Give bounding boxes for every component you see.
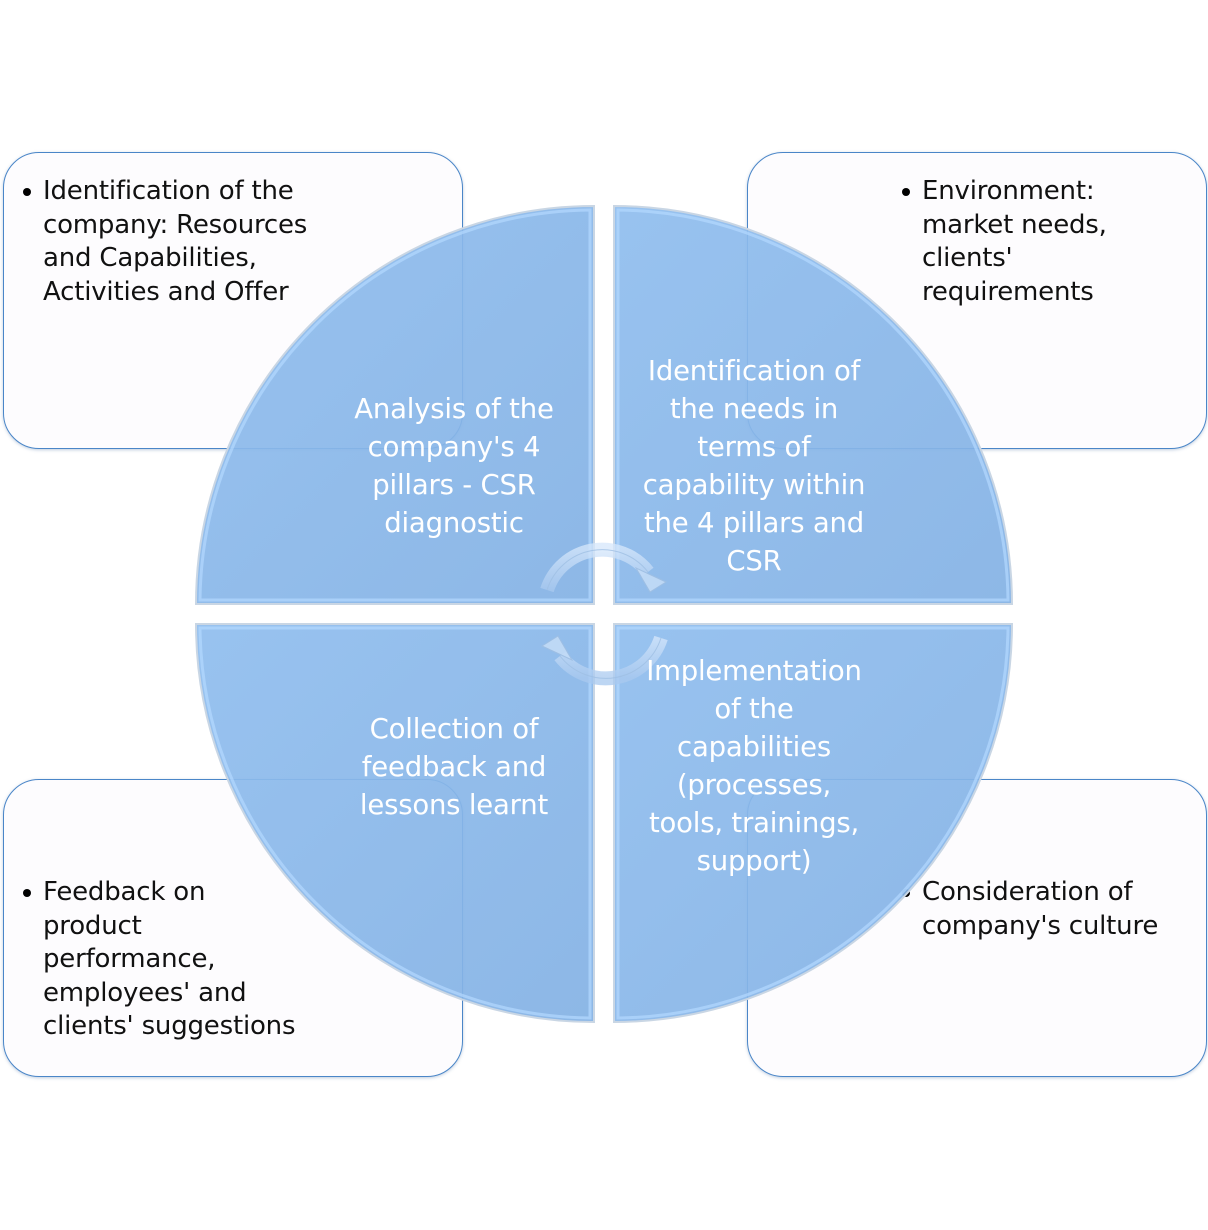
quadrant-bottom-left-label: Collection of feedback and lessons learn… — [330, 710, 578, 824]
note-lines: Feedback on product performance, employe… — [43, 876, 443, 1044]
label-line: Collection of — [369, 713, 539, 745]
label-line: support) — [696, 845, 812, 877]
quadrant-bevel — [616, 626, 1010, 1020]
label-line: the 4 pillars and — [643, 507, 865, 539]
bottom-right-note-text: Consideration of company's culture — [902, 876, 1202, 943]
note-line: Environment: — [922, 176, 1095, 206]
note-lines: Environment: market needs, clients' requ… — [922, 175, 1202, 309]
note-line: Activities and Offer — [43, 276, 289, 307]
note-line: Identification of the — [43, 176, 294, 206]
quadrant-top-left-label: Analysis of the company's 4 pillars - CS… — [340, 390, 568, 542]
label-line: diagnostic — [384, 507, 524, 539]
bullet-icon — [902, 188, 910, 196]
note-line: Feedback on — [43, 877, 206, 907]
note-lines: Consideration of company's culture — [922, 876, 1202, 943]
label-line: pillars - CSR — [372, 469, 536, 501]
top-left-note-text: Identification of the company: Resources… — [23, 175, 443, 309]
quadrant-bevel — [198, 208, 592, 602]
label-line: Identification of — [647, 355, 861, 387]
note-lines: Identification of the company: Resources… — [43, 175, 443, 309]
note-line: requirements — [922, 276, 1094, 307]
label-line: feedback and — [361, 751, 547, 783]
note-line: company's culture — [922, 910, 1159, 941]
label-line: company's 4 — [367, 431, 541, 463]
quadrant-bottom-right-label: Implementation of the capabilities (proc… — [624, 652, 884, 880]
note-line: market needs, — [922, 209, 1107, 240]
label-line: (processes, — [676, 769, 832, 801]
bullet-icon — [23, 188, 31, 196]
label-line: capability within — [642, 469, 866, 501]
circular-arrows-cycle-icon — [540, 542, 668, 686]
label-line: CSR — [726, 545, 782, 577]
note-line: product — [43, 910, 142, 941]
quadrant-bottom-left — [194, 623, 595, 1024]
note-line: and Capabilities, — [43, 243, 257, 273]
note-line: clients' — [922, 243, 1013, 273]
label-line: Analysis of the — [354, 393, 554, 425]
quadrant-bevel — [198, 626, 592, 1020]
note-line: company: Resources — [43, 209, 308, 240]
label-line: the needs in — [669, 393, 839, 425]
quadrant-top-left — [194, 204, 595, 605]
note-line: employees' and — [43, 977, 247, 1008]
label-line: of the — [714, 693, 794, 725]
note-line: performance, — [43, 944, 216, 974]
label-line: lessons learnt — [359, 789, 549, 821]
quadrant-bottom-right — [613, 623, 1014, 1024]
bottom-left-note-text: Feedback on product performance, employe… — [23, 876, 443, 1044]
label-line: terms of — [697, 431, 811, 463]
label-line: Implementation — [646, 655, 862, 687]
quadrant-top-right — [613, 204, 1014, 605]
label-line: tools, trainings, — [648, 807, 860, 839]
label-line: capabilities — [677, 731, 831, 763]
note-line: Consideration of — [922, 877, 1133, 907]
quadrant-top-right-label: Identification of the needs in terms of … — [624, 352, 884, 580]
top-right-note-text: Environment: market needs, clients' requ… — [902, 175, 1202, 309]
quadrant-bevel — [616, 208, 1010, 602]
note-line: clients' suggestions — [43, 1011, 296, 1041]
bullet-icon — [23, 889, 31, 897]
